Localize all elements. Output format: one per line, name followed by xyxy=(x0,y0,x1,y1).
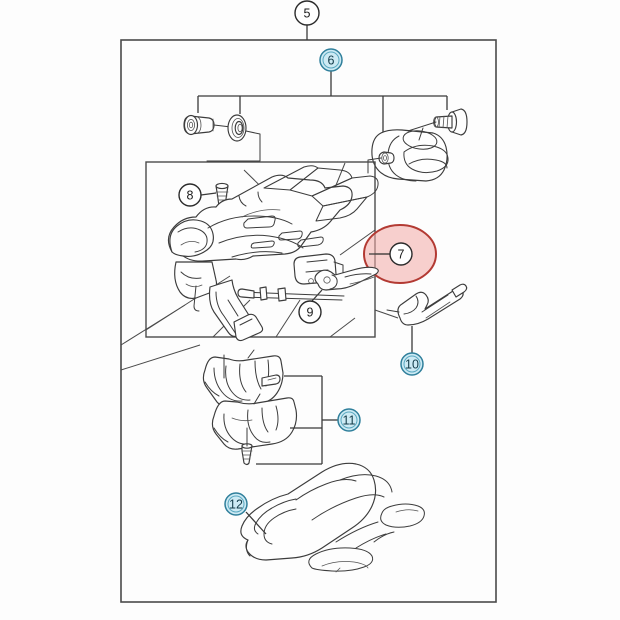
part-clamp-bolt xyxy=(407,108,468,136)
callout-balloon-11[interactable]: 11 xyxy=(337,408,361,432)
part-bushing xyxy=(183,114,232,136)
part-release-lever xyxy=(386,283,468,353)
callout-label-5: 5 xyxy=(304,7,311,21)
outer-assembly-frame xyxy=(120,25,497,603)
callout-label-10: 10 xyxy=(405,358,419,372)
part-washer xyxy=(206,114,261,162)
callout-balloon-10[interactable]: 10 xyxy=(400,352,424,376)
callout-balloon-9[interactable]: 9 xyxy=(298,300,322,324)
part-bracket-screw xyxy=(241,427,253,466)
callout-label-9: 9 xyxy=(307,306,314,320)
callout-label-12: 12 xyxy=(229,498,243,512)
callout-balloon-5[interactable]: 5 xyxy=(294,0,320,26)
part-10-connector xyxy=(374,309,399,319)
callout-balloon-6[interactable]: 6 xyxy=(319,48,343,72)
callout-label-8: 8 xyxy=(187,189,194,203)
callout-label-7: 7 xyxy=(398,248,405,262)
callout-balloon-12[interactable]: 12 xyxy=(224,492,248,516)
callout-balloon-8[interactable]: 8 xyxy=(178,183,202,207)
callout-label-6: 6 xyxy=(328,54,335,68)
part-shift-paddle xyxy=(311,266,379,302)
part-bracket-lower xyxy=(211,393,298,450)
part-rubber-hood xyxy=(240,462,425,573)
bracket-group-11-leaders xyxy=(256,375,338,465)
callout-label-11: 11 xyxy=(343,414,356,428)
callout-balloon-7[interactable]: 7 xyxy=(389,242,413,266)
part-bracket-upper xyxy=(202,349,284,409)
part-clamp-band xyxy=(367,127,449,182)
